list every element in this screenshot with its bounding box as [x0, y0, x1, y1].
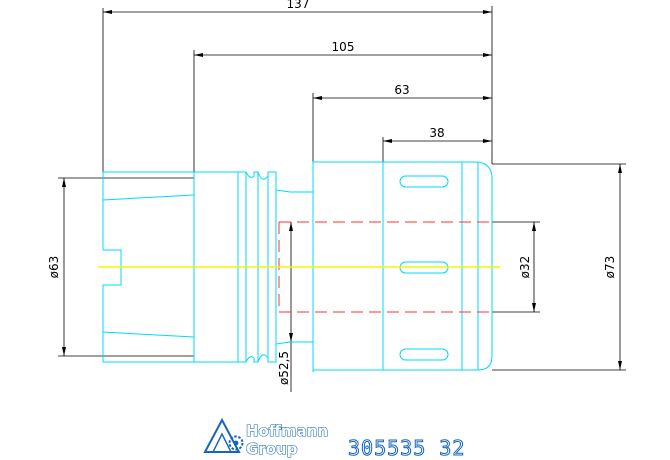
arrowheads: [62, 10, 622, 370]
dim-text-63: 63: [394, 83, 409, 97]
taper-shank: [102, 171, 195, 201]
dim-text-dia32: ø32: [518, 256, 532, 279]
dim-text-105: 105: [332, 40, 355, 54]
dim-text-dia52: ø52,5: [277, 351, 291, 385]
groove-collar: [238, 162, 314, 193]
logo-brand-line2: Group: [246, 440, 298, 458]
hoffmann-logo: Hoffmann Group: [203, 417, 329, 459]
logo-triangle-icon: [203, 417, 241, 453]
dim-text-137: 137: [287, 0, 310, 11]
logo-gear-icon: [228, 435, 244, 451]
nut-slot-top: [399, 175, 449, 188]
part-number: 305535 32: [348, 436, 465, 460]
nut-slot-bottom: [399, 348, 449, 361]
dimension-lines: [58, 6, 626, 392]
dim-text-dia63: ø63: [47, 256, 61, 279]
nut-body: [312, 161, 493, 371]
dim-text-38: 38: [429, 126, 444, 140]
logo-brand-line1: Hoffmann: [246, 422, 328, 440]
dim-text-dia73: ø73: [603, 256, 617, 279]
